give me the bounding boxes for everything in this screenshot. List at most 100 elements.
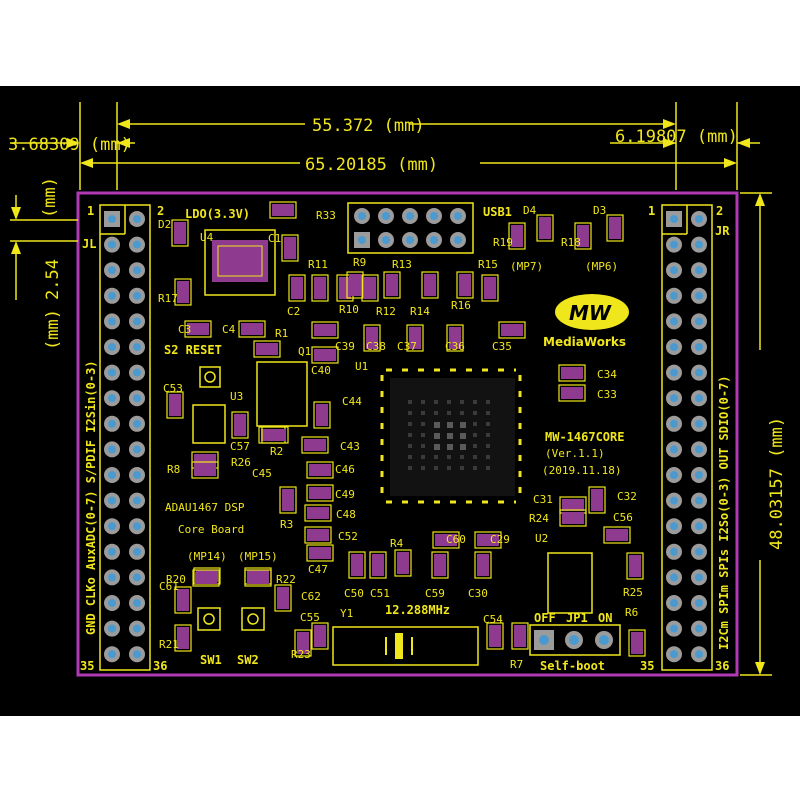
brand-label: MediaWorks	[543, 335, 626, 349]
smd-d2	[171, 219, 189, 247]
ref-c53: C53	[163, 382, 183, 395]
jl-pad	[104, 492, 120, 509]
jl-pad	[104, 390, 120, 407]
smd-r8	[191, 461, 219, 479]
dim-height: 48.03157 (mm)	[767, 417, 787, 550]
jumper-jp1	[529, 624, 621, 656]
ref-r14: R14	[410, 305, 430, 318]
ref-d4: D4	[523, 204, 537, 217]
ref-r11: R11	[308, 258, 328, 271]
jp1-off-label: OFF	[534, 611, 556, 625]
smd-c56	[603, 526, 631, 544]
bga-pad	[421, 422, 425, 426]
ref-c38: C38	[366, 340, 386, 353]
smd-r10	[346, 271, 364, 299]
jr-pad	[666, 518, 682, 535]
bga-pad	[421, 400, 425, 404]
smd-c32	[588, 486, 606, 514]
jl-pad	[129, 492, 145, 509]
ref-c47: C47	[308, 563, 328, 576]
bga-pad	[486, 433, 490, 437]
smd-c31	[559, 496, 587, 514]
jr-pad	[691, 569, 707, 586]
ref-c37: C37	[397, 340, 417, 353]
jl-pad	[104, 467, 120, 483]
smd-c44	[313, 401, 331, 429]
ref-r20: R20	[166, 573, 186, 586]
smd-r20	[192, 569, 220, 587]
bga-pad	[486, 400, 490, 404]
smd-c54	[486, 622, 504, 650]
jl-pad	[104, 646, 120, 663]
ref-c39: C39	[335, 340, 355, 353]
smd-r19	[508, 222, 526, 250]
bga-pad	[460, 411, 464, 415]
smd-c47	[306, 544, 334, 562]
bga-pad	[460, 466, 464, 470]
ref-d3: D3	[593, 204, 606, 217]
ref-c50: C50	[344, 587, 364, 600]
jr-pin-1: 1	[648, 204, 655, 218]
crystal-y1	[332, 626, 479, 666]
ref-c33: C33	[597, 388, 617, 401]
smd-r17	[174, 278, 192, 306]
reset-label: S2 RESET	[164, 343, 222, 357]
dim-top-width: 55.372 (mm)	[312, 116, 425, 136]
bga-pad	[473, 466, 477, 470]
ref-c36: C36	[445, 340, 465, 353]
jr-pad	[691, 415, 707, 432]
bga-pad	[473, 433, 477, 437]
smd-c49	[306, 484, 334, 502]
dim-pitch: 2.54	[43, 259, 63, 300]
connector-j2	[347, 202, 474, 254]
bga-pad	[408, 411, 412, 415]
ref-c45: C45	[252, 467, 272, 480]
bga-pad	[486, 411, 490, 415]
smd-c29	[474, 531, 502, 549]
j2-pad	[378, 208, 394, 224]
bga-pad	[447, 433, 453, 439]
desc-line2: Core Board	[178, 523, 244, 536]
product-version: (Ver.1.1)	[545, 447, 605, 460]
ref-c60: C60	[446, 533, 466, 546]
header-pads	[104, 211, 707, 663]
dim-pitch-unit: (mm)	[43, 309, 63, 350]
jr-pad	[691, 313, 707, 330]
smd-r14	[421, 271, 439, 299]
j2-pad	[426, 208, 442, 224]
ref-r25: R25	[623, 586, 643, 599]
jl-pad	[129, 595, 145, 611]
ref-r21: R21	[159, 638, 179, 651]
jr-pad	[666, 236, 682, 253]
smd-c61	[174, 586, 192, 614]
smd-c3	[184, 320, 212, 338]
jl-pad	[104, 339, 120, 355]
ref-c4: C4	[222, 323, 236, 336]
jl-pad	[104, 441, 120, 458]
jr-pad	[666, 492, 682, 509]
bga-pad	[486, 444, 490, 448]
bga-pad	[473, 400, 477, 404]
smd-c37	[406, 324, 424, 352]
ref-c62: C62	[301, 590, 321, 603]
j2-pad	[426, 232, 442, 248]
smd-c2	[288, 274, 306, 302]
ref-mp15: (MP15)	[238, 550, 278, 563]
ref-c61: C61	[159, 580, 179, 593]
bga-pad	[408, 433, 412, 437]
bga-pad	[486, 455, 490, 459]
jr-pad	[691, 620, 707, 637]
ref-c31: C31	[533, 493, 553, 506]
smd-c60	[432, 531, 460, 549]
crystal-ref: Y1	[340, 607, 353, 620]
jr-pad	[666, 313, 682, 330]
bga-pad	[408, 466, 412, 470]
chip-u1-pads	[408, 400, 490, 470]
smd-c57	[231, 411, 249, 439]
ref-q1: Q1	[298, 345, 311, 358]
jr-pad	[666, 646, 682, 663]
smd-r18	[574, 222, 592, 250]
sw1-label: SW1	[200, 653, 222, 667]
jr-pad	[666, 467, 682, 483]
